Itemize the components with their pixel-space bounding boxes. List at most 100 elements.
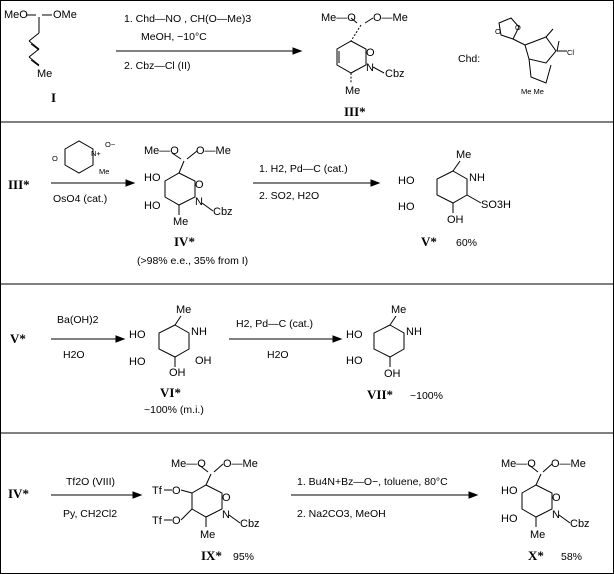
svg-text:H2, Pd—C (cat.): H2, Pd—C (cat.) [236, 318, 313, 330]
svg-text:Me: Me [37, 68, 52, 80]
compound-V-structure: Me NH HO HO OH SO3H [398, 149, 511, 226]
svg-text:OH: OH [447, 214, 464, 226]
svg-text:Me: Me [173, 216, 188, 228]
start-label-IV: IV* [8, 486, 29, 501]
compound-IV-structure: Me—O O—Me O N Cbz HO HO Me [144, 145, 233, 228]
svg-text:OH: OH [384, 368, 401, 380]
svg-text:O−: O− [105, 140, 116, 149]
svg-text:Me: Me [176, 304, 191, 316]
svg-text:HO: HO [398, 175, 415, 187]
svg-text:HO: HO [129, 329, 146, 341]
svg-text:O—Me: O—Me [196, 145, 231, 157]
svg-text:Me—O: Me—O [171, 458, 206, 470]
svg-text:O: O [495, 27, 501, 36]
svg-text:O—Me: O—Me [551, 458, 586, 470]
svg-text:HO: HO [144, 200, 161, 212]
osmium-condition: OsO4 (cat.) [53, 193, 107, 205]
svg-text:Me—O: Me—O [144, 145, 179, 157]
yield-IX: 95% [233, 551, 254, 563]
svg-text:HO: HO [501, 513, 518, 525]
step1-line2: MeOH, −10°C [141, 31, 207, 43]
svg-text:NH: NH [191, 326, 207, 338]
svg-text:Me: Me [99, 167, 109, 176]
svg-text:O: O [172, 515, 181, 527]
svg-text:Cbz: Cbz [385, 68, 405, 80]
svg-text:HO: HO [346, 355, 363, 367]
svg-text:Me—O: Me—O [321, 12, 356, 24]
svg-text:Cbz: Cbz [213, 206, 233, 218]
compound-III-structure: Me—O O—Me O N Cbz Me [321, 12, 408, 97]
chd-reagent-structure: Chd: Cl Me Me O O [458, 17, 574, 96]
step3-conditions: 1. H2, Pd—C (cat.) 2. SO2, H2O [259, 163, 348, 202]
svg-text:SO3H: SO3H [481, 199, 511, 211]
start-label-V: V* [10, 331, 26, 346]
svg-text:O: O [172, 485, 181, 497]
svg-text:OMe: OMe [53, 9, 77, 21]
svg-text:Ba(OH)2: Ba(OH)2 [57, 314, 99, 326]
svg-text:Cl: Cl [567, 48, 574, 57]
svg-text:O: O [552, 492, 561, 504]
svg-text:HO: HO [346, 329, 363, 341]
svg-text:HO: HO [501, 485, 518, 497]
nmmo-reagent: O N+ O− Me [52, 140, 116, 176]
svg-text:O—Me: O—Me [223, 458, 258, 470]
svg-text:O—Me: O—Me [373, 12, 408, 24]
yield-VI: ~100% (m.i.) [144, 404, 204, 416]
svg-text:Me: Me [530, 529, 545, 541]
svg-text:N+: N+ [91, 149, 101, 158]
svg-text:1. H2, Pd—C (cat.): 1. H2, Pd—C (cat.) [259, 163, 348, 175]
compound-VI-structure: Me NH HO HO OH OH [129, 304, 212, 379]
compound-label-VI: VI* [160, 385, 181, 400]
compound-label-IV: IV* [174, 234, 195, 249]
yield-VII: ~100% [410, 390, 443, 402]
svg-text:N: N [222, 509, 230, 521]
svg-text:Cbz: Cbz [570, 518, 590, 530]
svg-text:Tf2O (VIII): Tf2O (VIII) [66, 476, 115, 488]
svg-text:Me Me: Me Me [521, 87, 544, 96]
svg-text:N: N [552, 509, 560, 521]
svg-text:NH: NH [469, 172, 485, 184]
compound-label-X: X* [528, 548, 544, 563]
svg-text:Me: Me [391, 304, 406, 316]
start-label-III: III* [8, 177, 30, 192]
compound-I-structure: MeO OMe Me [4, 9, 77, 80]
step1-conditions: 1. Chd—NO , CH(O—Me)3 MeOH, −10°C 2. Cbz… [124, 13, 251, 72]
compound-IX-structure: Me—O O—Me O N Cbz Tf O Tf O Me [152, 458, 260, 541]
svg-text:2. Na2CO3, MeOH: 2. Na2CO3, MeOH [297, 508, 386, 520]
step1-line1: 1. Chd—NO , CH(O—Me)3 [124, 13, 251, 25]
compound-label-VII: VII* [367, 387, 393, 402]
svg-text:Tf: Tf [152, 485, 163, 497]
svg-text:Me: Me [345, 85, 360, 97]
svg-text:Me: Me [456, 149, 471, 161]
svg-text:O: O [52, 154, 58, 163]
svg-text:O: O [515, 23, 521, 32]
svg-text:HO: HO [398, 201, 415, 213]
svg-text:O: O [195, 179, 204, 191]
yield-V: 60% [456, 237, 477, 249]
compound-X-structure: Me—O O—Me O N Cbz HO HO Me [501, 458, 590, 541]
svg-text:Me: Me [200, 529, 215, 541]
yield-IV-note: (>98% e.e., 35% from I) [137, 255, 248, 267]
svg-text:HO: HO [129, 356, 146, 368]
svg-text:MeO: MeO [4, 9, 28, 21]
svg-text:N: N [195, 196, 203, 208]
svg-text:O: O [366, 47, 375, 59]
svg-text:2. SO2, H2O: 2. SO2, H2O [259, 190, 319, 202]
svg-text:OH: OH [195, 355, 212, 367]
svg-text:Me—O: Me—O [501, 458, 536, 470]
yield-X: 58% [561, 551, 582, 563]
svg-text:H2O: H2O [63, 349, 85, 361]
compound-label-IX: IX* [201, 548, 222, 563]
compound-VII-structure: Me NH HO HO OH [346, 304, 422, 380]
svg-text:Chd:: Chd: [458, 53, 480, 65]
svg-text:Cbz: Cbz [240, 518, 260, 530]
svg-text:1. Bu4N+Bz—O−, toluene, 80°C: 1. Bu4N+Bz—O−, toluene, 80°C [297, 476, 448, 488]
svg-text:N: N [366, 62, 374, 74]
svg-text:Tf: Tf [152, 515, 163, 527]
svg-text:O: O [222, 492, 231, 504]
compound-label-I: I [51, 90, 56, 105]
svg-text:H2O: H2O [267, 349, 289, 361]
svg-text:NH: NH [406, 326, 422, 338]
